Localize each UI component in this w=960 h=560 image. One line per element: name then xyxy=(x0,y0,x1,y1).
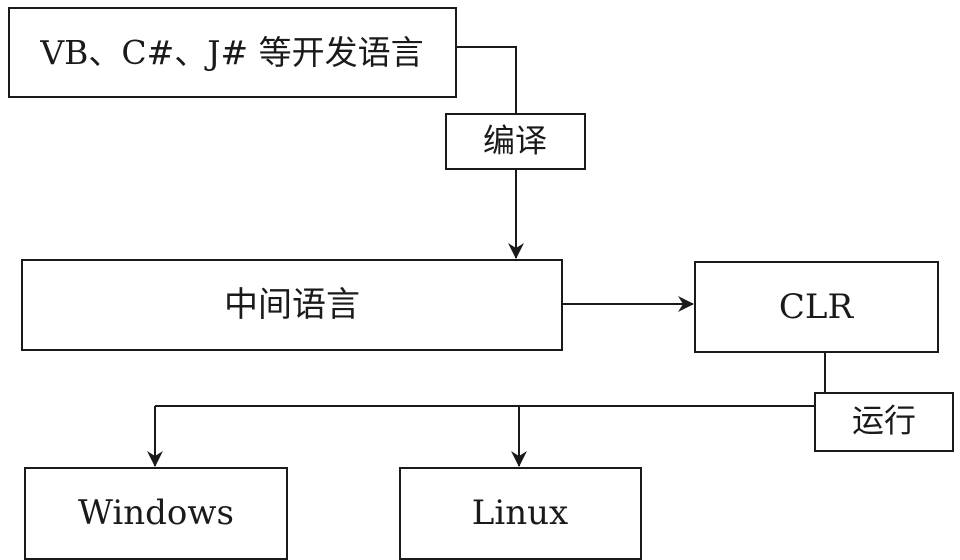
windows-label: Windows xyxy=(78,493,234,533)
intermediate-language-node: 中间语言 xyxy=(21,259,563,351)
compile-label-box: 编译 xyxy=(445,113,586,170)
compile-connector xyxy=(456,46,517,114)
windows-node: Windows xyxy=(24,467,288,560)
linux-node: Linux xyxy=(399,467,642,560)
clr-label: CLR xyxy=(779,287,855,327)
run-label: 运行 xyxy=(852,402,916,440)
intermediate-language-label: 中间语言 xyxy=(224,285,360,325)
source-languages-node: VB、C#、J# 等开发语言 xyxy=(8,7,457,98)
run-label-box: 运行 xyxy=(814,392,954,452)
linux-label: Linux xyxy=(472,493,568,533)
compile-label: 编译 xyxy=(483,122,547,160)
source-languages-label: VB、C#、J# 等开发语言 xyxy=(39,33,423,72)
clr-node: CLR xyxy=(694,261,939,353)
